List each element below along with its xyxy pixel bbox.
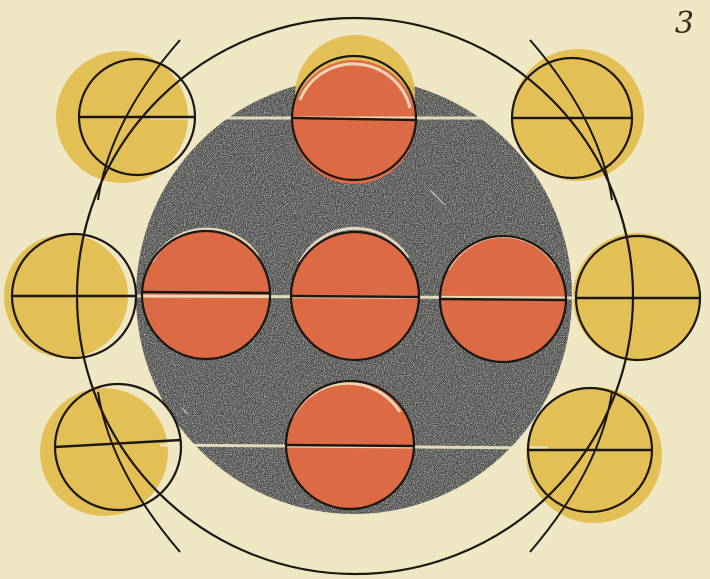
page-number: 3 xyxy=(675,6,694,41)
bright-moon-bottom-left xyxy=(40,388,168,516)
eclipsed-moon-top xyxy=(292,60,416,184)
